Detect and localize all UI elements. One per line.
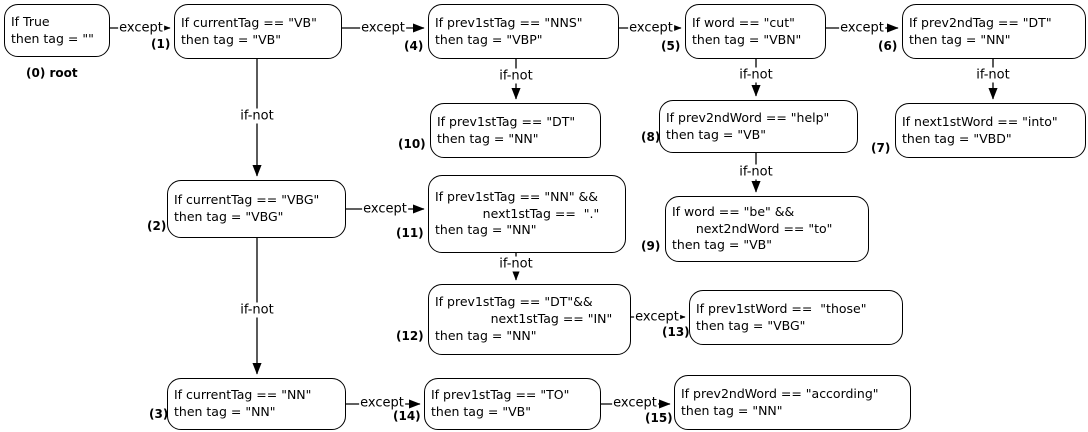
edge-label-if-not: if-not [498,256,534,272]
rule-node-1: If currentTag == "VB" then tag = "VB" [174,4,342,59]
rule-action: then tag = "NN" [909,31,1011,47]
edge-label-except: except [362,201,408,217]
rule-action: then tag = "NN" [174,404,276,419]
node-label-11: (11) [396,226,424,240]
rule-condition: If prev1stTag == "DT"&& [435,294,593,310]
rule-condition: If prev2ndWord == "help" [666,109,830,125]
edge-label-if-not: if-not [975,67,1011,83]
rule-node-13: If prev1stWord == "those" then tag = "VB… [689,290,903,345]
node-label-12: (12) [396,329,424,343]
rule-action: then tag = "NN" [681,402,783,418]
node-label-3: (3) [149,407,169,421]
node-label-7: (7) [871,141,891,155]
rule-action: then tag = "NN" [435,222,537,238]
edge-label-if-not: if-not [498,68,534,84]
rule-node-8: If prev2ndWord == "help" then tag = "VB" [659,100,858,153]
rule-node-3: If currentTag == "NN" then tag = "NN" [167,378,346,430]
rule-node-11: If prev1stTag == "NN" && next1stTag == "… [428,175,626,253]
rule-node-14: If prev1stTag == "TO" then tag = "VB" [424,378,601,430]
node-label-1: (1) [151,37,171,51]
edge-label-if-not: if-not [738,67,774,83]
node-label-15: (15) [645,411,673,425]
node-label-14: (14) [393,409,421,423]
edge-label-if-not: if-not [239,302,275,318]
rule-condition: If prev1stTag == "NN" && [435,188,599,204]
rule-condition: If prev1stTag == "DT" [437,113,576,129]
rule-action: then tag = "NN" [435,327,537,343]
rule-condition: If prev1stTag == "NNS" [435,14,583,30]
rule-node-15: If prev2ndWord == "according" then tag =… [674,375,911,430]
rule-action: then tag = "" [11,30,94,46]
rule-condition: If currentTag == "NN" [174,387,312,403]
edge-label-except: except [634,309,680,325]
node-label-9: (9) [641,239,661,253]
edge-label-except: except [360,20,406,36]
rule-node-2: If currentTag == "VBG" then tag = "VBG" [167,180,346,238]
edge-label-except: except [118,20,164,36]
rule-node-4: If prev1stTag == "NNS" then tag = "VBP" [428,4,619,59]
rule-action: then tag = "VBG" [696,317,806,333]
edge-label-except: except [628,20,674,36]
rule-node-12: If prev1stTag == "DT"&& next1stTag == "I… [428,284,631,355]
rule-condition-2: next2ndWord == "to" [672,220,833,236]
node-label-4: (4) [404,39,424,53]
rule-condition: If currentTag == "VBG" [174,192,320,208]
rule-condition: If currentTag == "VB" [181,14,317,30]
node-label-2: (2) [147,219,167,233]
rule-action: then tag = "VB" [666,126,766,142]
rule-action: then tag = "VB" [672,237,772,253]
node-label-10: (10) [398,137,426,151]
node-label-8: (8) [641,130,661,144]
edge-label-if-not: if-not [239,108,275,124]
edge-label-if-not: if-not [738,164,774,180]
rule-condition: If prev2ndWord == "according" [681,385,879,401]
node-label-5: (5) [661,39,681,53]
rule-node-7: If next1stWord == "into" then tag = "VBD… [895,103,1086,158]
rule-condition: If word == "be" && [672,203,795,219]
rule-condition: If word == "cut" [692,14,795,30]
edge-label-except: except [359,395,405,411]
rule-node-10: If prev1stTag == "DT" then tag = "NN" [430,103,601,158]
rule-condition: If True [11,13,50,29]
node-label-13: (13) [662,325,690,339]
rule-condition: If prev1stWord == "those" [696,300,867,316]
edge-label-except: except [612,395,658,411]
edge-label-except: except [839,20,885,36]
rule-action: then tag = "VB" [431,404,531,419]
rule-condition-2: next1stTag == "IN" [435,311,613,327]
rule-action: then tag = "VBN" [692,31,802,47]
rule-action: then tag = "NN" [437,130,539,146]
rule-condition-2: next1stTag == "." [435,205,600,221]
rule-action: then tag = "VBG" [174,209,284,224]
rule-node-5: If word == "cut" then tag = "VBN" [685,4,826,59]
rule-condition: If next1stWord == "into" [902,113,1058,129]
rule-action: then tag = "VB" [181,31,281,47]
rule-condition: If prev2ndTag == "DT" [909,14,1052,30]
rule-node-6: If prev2ndTag == "DT" then tag = "NN" [902,4,1086,59]
rule-node-9: If word == "be" && next2ndWord == "to" t… [665,196,869,262]
node-label-6: (6) [878,39,898,53]
rule-condition: If prev1stTag == "TO" [431,387,570,403]
rule-action: then tag = "VBD" [902,130,1012,146]
rule-node-0: If True then tag = "" [4,4,110,57]
node-label-0: (0) root [26,66,78,80]
rule-action: then tag = "VBP" [435,31,543,47]
